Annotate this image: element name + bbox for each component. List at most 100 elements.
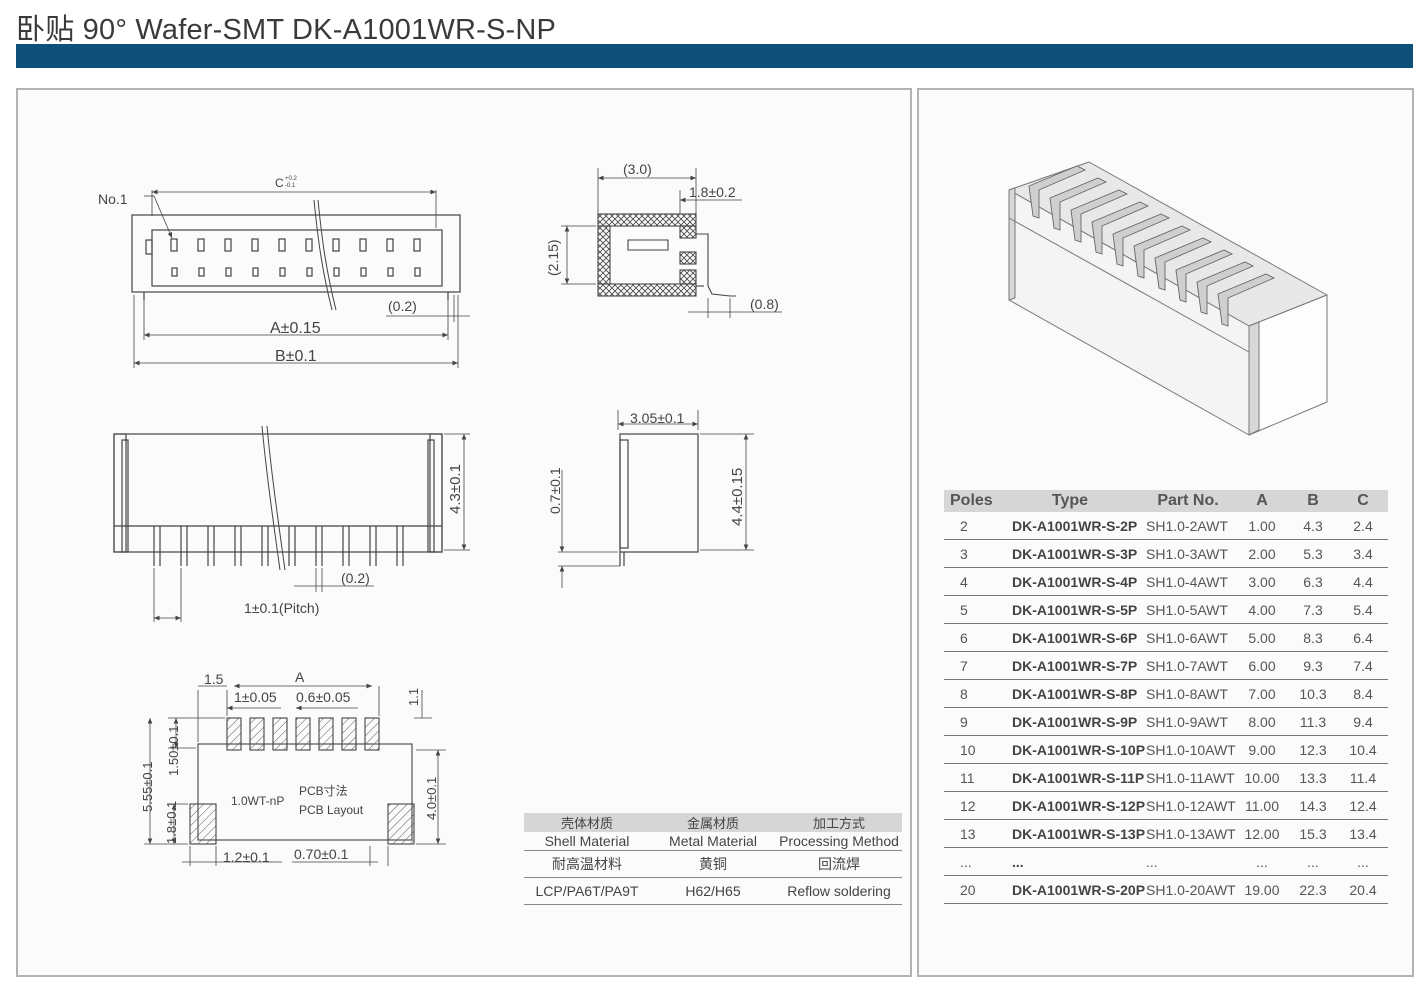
- spec-cell-c: 8.4: [1338, 679, 1388, 708]
- spec-cell-part: SH1.0-4AWT: [1140, 567, 1236, 596]
- spec-cell-a: 5.00: [1236, 623, 1288, 652]
- spec-cell-part: SH1.0-7AWT: [1140, 651, 1236, 680]
- front-view: [113, 425, 470, 622]
- spec-cell-c: 7.4: [1338, 651, 1388, 680]
- pcb-label-en: PCB Layout: [299, 803, 364, 817]
- spec-cell-a: ...: [1236, 847, 1288, 876]
- layout-dim-a: A: [295, 669, 305, 685]
- layout-pad-width: 0.6±0.05: [296, 689, 351, 705]
- spec-cell-c: 10.4: [1338, 735, 1388, 764]
- material-cell: 回流焊: [776, 850, 902, 878]
- spec-cell-b: 4.3: [1288, 512, 1338, 540]
- spec-cell-poles: ...: [944, 847, 1000, 876]
- dim-a-label: A±0.15: [270, 320, 321, 337]
- spec-cell-b: 7.3: [1288, 595, 1338, 624]
- spec-cell-b: 6.3: [1288, 567, 1338, 596]
- spec-cell-poles: 11: [944, 763, 1000, 792]
- spec-cell-type: DK-A1001WR-S-8P: [1000, 679, 1140, 708]
- title-bar: [16, 44, 1413, 68]
- spec-cell-c: 3.4: [1338, 539, 1388, 568]
- c-dim-label: C: [275, 176, 284, 190]
- spec-cell-poles: 4: [944, 567, 1000, 596]
- spec-cell-c: 13.4: [1338, 819, 1388, 848]
- front-gap-label: (0.2): [341, 570, 370, 586]
- spec-cell-type: DK-A1001WR-S-5P: [1000, 595, 1140, 624]
- spec-cell-part: SH1.0-13AWT: [1140, 819, 1236, 848]
- side-dim-18: 1.8±0.2: [689, 184, 736, 200]
- material-header-zh: 加工方式: [776, 813, 902, 832]
- end-height-label: 4.4±0.15: [729, 468, 746, 526]
- technical-drawing: No.1 C +0.2 -0.1 (0.2) A±0.15 B±0.1: [98, 161, 782, 866]
- spec-cell-b: 10.3: [1288, 679, 1338, 708]
- material-header-en: Metal Material: [650, 832, 776, 851]
- layout-dim-070: 0.70±0.1: [294, 846, 349, 862]
- spec-cell-poles: 8: [944, 679, 1000, 708]
- front-view-pins: [153, 526, 404, 566]
- spec-cell-type: DK-A1001WR-S-6P: [1000, 623, 1140, 652]
- spec-cell-b: 22.3: [1288, 875, 1338, 904]
- spec-cell-a: 1.00: [1236, 512, 1288, 540]
- spec-cell-c: 20.4: [1338, 875, 1388, 904]
- side-dim-3: (3.0): [623, 161, 652, 177]
- spec-cell-c: 2.4: [1338, 512, 1388, 540]
- layout-dim-11: 1.1: [406, 688, 421, 706]
- spec-cell-a: 7.00: [1236, 679, 1288, 708]
- spec-cell-poles: 12: [944, 791, 1000, 820]
- material-header-en: Shell Material: [524, 832, 650, 851]
- spec-cell-a: 19.00: [1236, 875, 1288, 904]
- top-view: [131, 189, 470, 368]
- page-title: 卧贴 90° Wafer-SMT DK-A1001WR-S-NP: [16, 14, 557, 46]
- spec-cell-type: DK-A1001WR-S-11P: [1000, 763, 1144, 792]
- c-tol-lower: -0.1: [285, 183, 296, 189]
- wire-label: 1.0WT-nP: [231, 794, 284, 808]
- spec-cell-a: 4.00: [1236, 595, 1288, 624]
- c-tol-upper: +0.2: [285, 176, 298, 182]
- spec-cell-part: SH1.0-8AWT: [1140, 679, 1236, 708]
- spec-cell-b: ...: [1288, 847, 1338, 876]
- spec-cell-b: 9.3: [1288, 651, 1338, 680]
- material-header-en: Processing Method: [776, 832, 902, 851]
- spec-cell-poles: 3: [944, 539, 1000, 568]
- spec-header-part: Part No.: [1140, 490, 1236, 512]
- material-cell: H62/H65: [650, 877, 776, 905]
- spec-cell-type: DK-A1001WR-S-7P: [1000, 651, 1140, 680]
- spec-cell-c: 12.4: [1338, 791, 1388, 820]
- layout-dim-18: 1.8±0.1: [164, 801, 179, 844]
- connector-3d-render: [1008, 161, 1328, 436]
- connector-pins: [1028, 165, 1276, 327]
- spec-cell-part: SH1.0-6AWT: [1140, 623, 1236, 652]
- material-table: 壳体材质 金属材质 加工方式 Shell Material Metal Mate…: [524, 813, 902, 905]
- spec-cell-b: 8.3: [1288, 623, 1338, 652]
- end-width-label: 3.05±0.1: [630, 410, 685, 426]
- spec-cell-b: 12.3: [1288, 735, 1338, 764]
- drawing-panel: No.1 C +0.2 -0.1 (0.2) A±0.15 B±0.1: [16, 88, 912, 977]
- spec-cell-part: SH1.0-9AWT: [1140, 707, 1236, 736]
- spec-header-type: Type: [1000, 490, 1140, 512]
- spec-cell-part: ...: [1140, 847, 1236, 876]
- spec-cell-poles: 7: [944, 651, 1000, 680]
- spec-cell-c: 11.4: [1338, 763, 1388, 792]
- layout-dim-555: 5.55±0.1: [140, 761, 155, 812]
- spec-cell-a: 2.00: [1236, 539, 1288, 568]
- spec-cell-type: DK-A1001WR-S-12P: [1000, 791, 1145, 820]
- spec-cell-part: SH1.0-20AWT: [1140, 875, 1236, 904]
- end-07-label: 0.7±0.1: [547, 467, 563, 514]
- material-cell: 黄铜: [650, 850, 776, 878]
- material-cell: 耐高温材料: [524, 850, 650, 878]
- spec-cell-c: 5.4: [1338, 595, 1388, 624]
- spec-cell-type: DK-A1001WR-S-2P: [1000, 512, 1140, 540]
- dim-b-label: B±0.1: [275, 348, 317, 365]
- spec-cell-poles: 5: [944, 595, 1000, 624]
- spec-cell-c: 6.4: [1338, 623, 1388, 652]
- spec-cell-b: 14.3: [1288, 791, 1338, 820]
- spec-cell-part: SH1.0-12AWT: [1140, 791, 1236, 820]
